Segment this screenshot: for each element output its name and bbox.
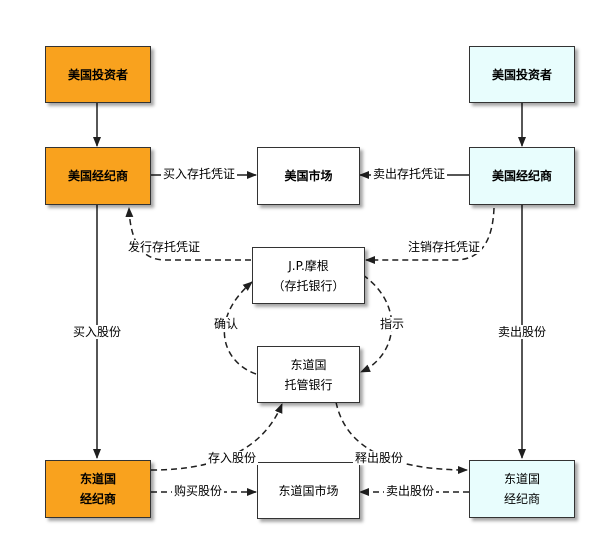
edge-label-buy-shares: 买入股份 [71, 325, 124, 339]
node-label: 美国市场 [284, 169, 333, 183]
edge-label-sell-shares-right: 卖出股份 [496, 325, 549, 339]
node-label-line1: 东道国 [290, 357, 327, 372]
node-us-investor-left: 美国投资者 [45, 46, 151, 103]
node-label: 美国经纪商 [67, 169, 128, 183]
node-label-line1: 东道国 [503, 472, 540, 486]
node-label: 美国经纪商 [491, 169, 552, 183]
arrow-deposit-shares [150, 403, 283, 471]
node-us-broker-left: 美国经纪商 [45, 147, 151, 205]
edge-label-confirm: 确认 [212, 317, 241, 331]
edge-label-sell-dr: 卖出存托凭证 [371, 167, 448, 181]
node-label-line2: 托管银行 [284, 377, 333, 392]
node-host-broker-left: 东道国 经纪商 [45, 460, 151, 518]
edge-label-issue-dr: 发行存托凭证 [126, 240, 203, 254]
node-label-line2: 经纪商 [503, 492, 540, 506]
edge-label-instruct: 指示 [378, 317, 407, 331]
edge-label-purchase-shares: 购买股份 [172, 484, 225, 498]
node-label: 东道国市场 [278, 483, 339, 498]
node-label-line2: 经纪商 [79, 492, 116, 506]
node-us-market: 美国市场 [257, 147, 360, 205]
arrow-release-shares [335, 401, 468, 474]
edge-label-deposit-shares: 存入股份 [206, 451, 259, 465]
node-us-investor-right: 美国投资者 [469, 46, 575, 103]
edge-label-cancel-dr: 注销存托凭证 [406, 240, 483, 254]
node-label: 美国投资者 [491, 67, 552, 82]
node-label-line1: J.P.摩根 [288, 258, 329, 273]
node-host-broker-right: 东道国 经纪商 [469, 460, 575, 518]
node-label-line2: （存托银行） [272, 278, 345, 293]
node-label: 美国投资者 [67, 67, 128, 82]
node-custodian-bank: 东道国 托管银行 [257, 346, 360, 403]
arrow-confirm [223, 281, 257, 375]
edge-label-release-shares: 释出股份 [353, 451, 406, 465]
node-label-line1: 东道国 [79, 472, 116, 486]
edge-label-buy-dr: 买入存托凭证 [161, 167, 238, 181]
node-us-broker-right: 美国经纪商 [469, 147, 575, 205]
edge-label-sell-shares-bottom: 卖出股份 [384, 484, 437, 498]
node-jp-morgan: J.P.摩根 （存托银行） [252, 247, 365, 304]
node-host-market: 东道国市场 [257, 462, 360, 519]
